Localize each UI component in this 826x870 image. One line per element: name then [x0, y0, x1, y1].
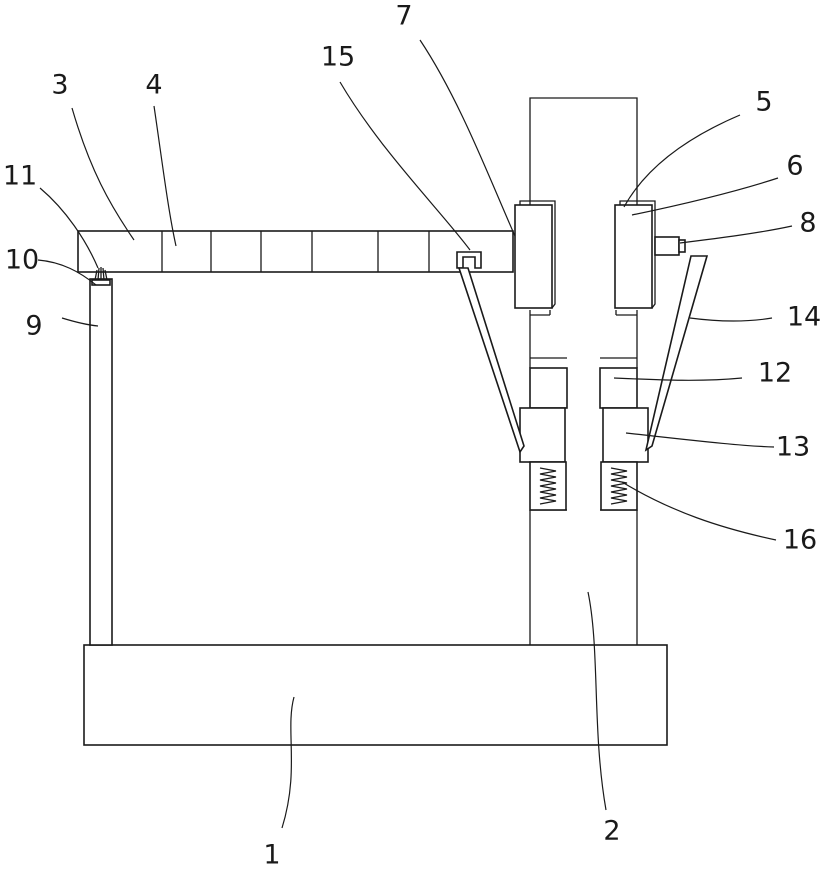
leader-15 [340, 82, 470, 250]
leader-6 [632, 178, 778, 215]
guide-block-right [600, 368, 637, 408]
ref-label-6: 6 [786, 151, 803, 182]
ref-label-3: 3 [51, 70, 68, 101]
ref-label-13: 13 [776, 432, 810, 463]
ref-label-4: 4 [145, 70, 162, 101]
ref-label-8: 8 [799, 208, 816, 239]
leader-3 [72, 108, 134, 240]
ref-label-15: 15 [321, 42, 355, 73]
ref-label-10: 10 [5, 245, 39, 276]
clamp-block-left [515, 201, 555, 308]
leader-8 [680, 226, 792, 243]
guide-block-left [530, 368, 567, 408]
slider-left [520, 408, 565, 462]
clamp-block-right [615, 201, 655, 308]
ref-label-12: 12 [758, 358, 792, 389]
leader-16 [622, 482, 776, 540]
ref-label-1: 1 [263, 840, 280, 870]
spring-right [601, 462, 637, 510]
ref-label-9: 9 [25, 311, 42, 342]
spring-left [530, 462, 566, 510]
ref-label-2: 2 [603, 816, 620, 847]
ref-label-7: 7 [395, 1, 412, 32]
ref-label-16: 16 [783, 525, 817, 556]
leader-4 [154, 106, 176, 246]
ref-label-11: 11 [3, 161, 37, 192]
horizontal-beam [78, 231, 513, 272]
leader-5 [624, 115, 740, 207]
base-block [84, 645, 667, 745]
ref-label-14: 14 [787, 302, 821, 333]
support-post [90, 279, 112, 645]
leader-14 [690, 318, 772, 321]
locking-pin [655, 237, 685, 255]
ref-label-5: 5 [755, 87, 772, 118]
